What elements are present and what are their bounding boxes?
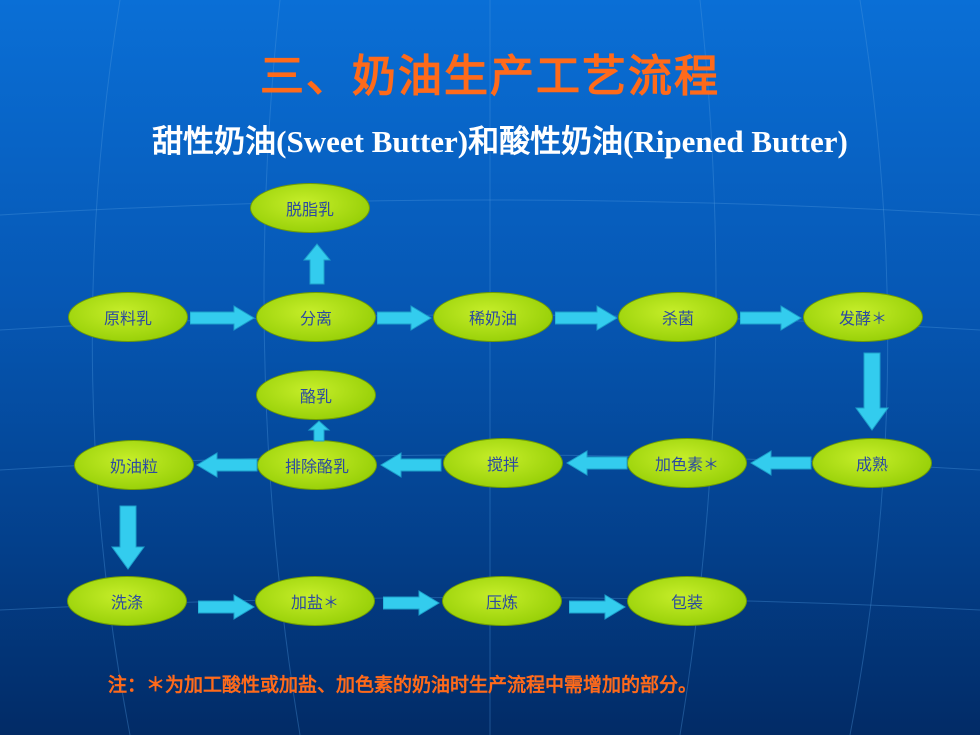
node-skim-milk: 脱脂乳 xyxy=(250,183,370,233)
node-butter-grain: 奶油粒 xyxy=(74,440,194,490)
arrow-left-icon xyxy=(196,452,258,478)
node-drain-buttermilk: 排除酪乳 xyxy=(257,440,377,490)
arrow-up-icon xyxy=(307,420,331,442)
arrow-right-icon xyxy=(198,594,255,620)
arrow-right-icon xyxy=(555,305,618,331)
node-separation: 分离 xyxy=(256,292,376,342)
arrow-down-icon xyxy=(111,505,145,570)
arrow-right-icon xyxy=(569,594,626,620)
arrow-left-icon xyxy=(380,452,442,478)
node-add-color: 加色素＊ xyxy=(627,438,747,488)
arrow-right-icon xyxy=(377,305,432,331)
node-pack: 包装 xyxy=(627,576,747,626)
slide-subtitle: 甜性奶油(Sweet Butter)和酸性奶油(Ripened Butter) xyxy=(152,124,848,159)
arrow-right-icon xyxy=(740,305,802,331)
node-add-salt: 加盐＊ xyxy=(255,576,375,626)
node-ferment: 发酵＊ xyxy=(803,292,923,342)
arrow-right-icon xyxy=(190,305,255,331)
node-ripen: 成熟 xyxy=(812,438,932,488)
node-wash: 洗涤 xyxy=(67,576,187,626)
node-sterilize: 杀菌 xyxy=(618,292,738,342)
arrow-left-icon xyxy=(566,450,628,476)
node-raw-milk: 原料乳 xyxy=(68,292,188,342)
arrow-right-icon xyxy=(383,590,440,616)
arrow-up-icon xyxy=(302,243,332,285)
node-work: 压炼 xyxy=(442,576,562,626)
arrow-left-icon xyxy=(750,450,812,476)
arrow-down-icon xyxy=(855,352,889,431)
node-cream: 稀奶油 xyxy=(433,292,553,342)
slide-title: 三、奶油生产工艺流程 xyxy=(260,51,720,102)
footnote: 注：＊为加工酸性或加盐、加色素的奶油时生产流程中需增加的部分。 xyxy=(108,674,698,696)
node-buttermilk: 酪乳 xyxy=(256,370,376,420)
node-churn: 搅拌 xyxy=(443,438,563,488)
